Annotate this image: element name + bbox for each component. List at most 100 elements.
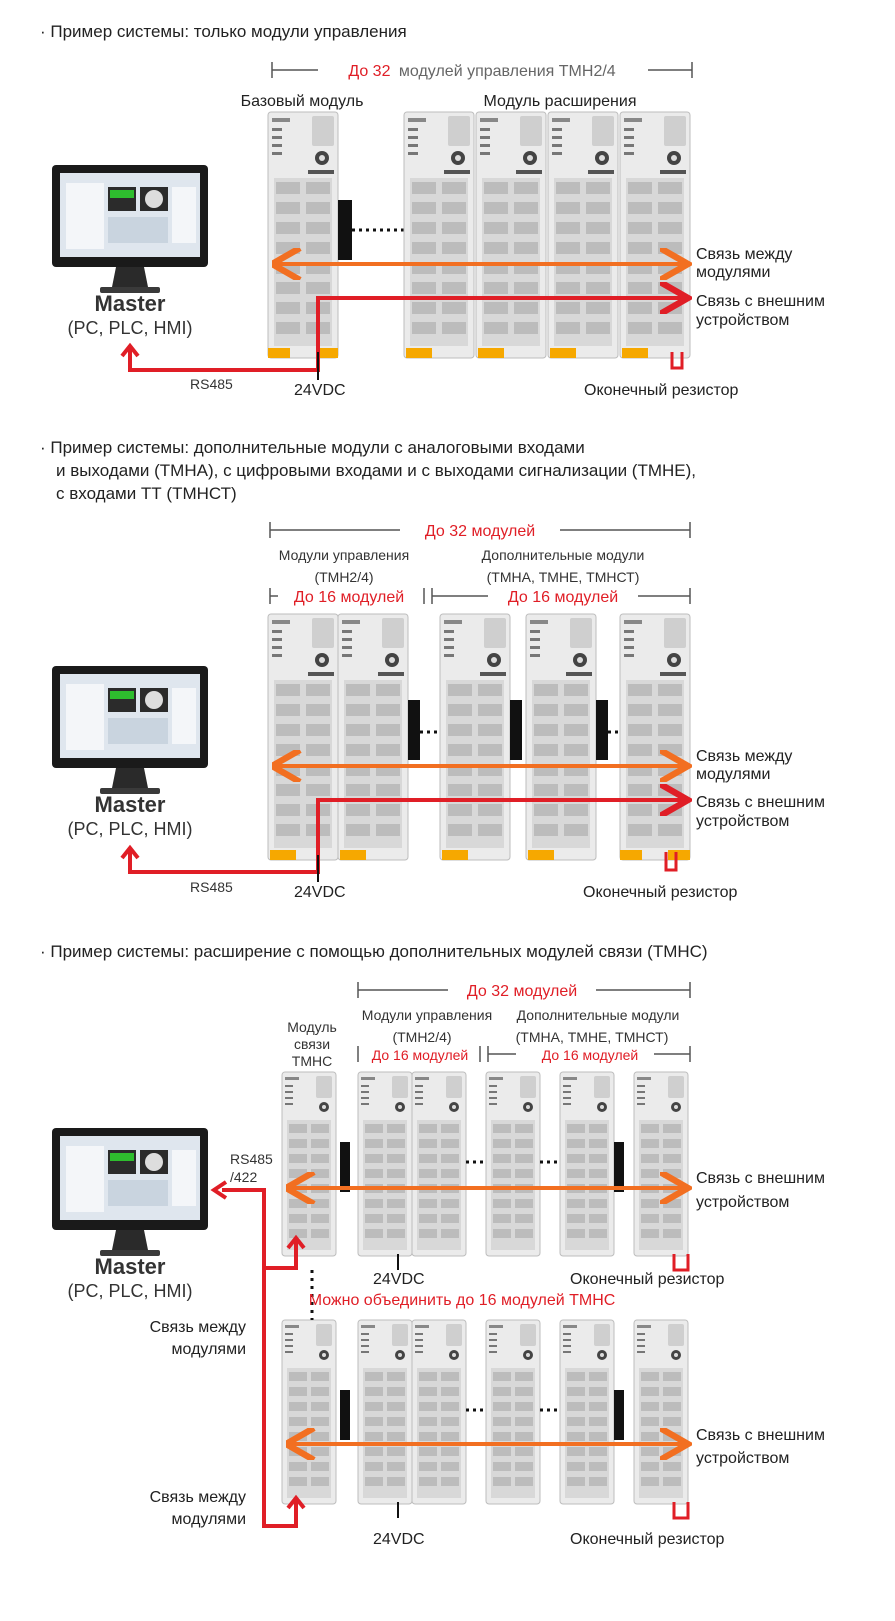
connector-2b [510, 700, 522, 760]
control-label-2b: (ТМН2/4) [314, 569, 373, 585]
terminator-label-1: Оконечный резистор [584, 382, 739, 399]
module-row-1 [267, 111, 691, 359]
connector-3a [340, 1142, 350, 1192]
link-ext-3b: устройством [696, 1194, 789, 1211]
control-module-3b [411, 1071, 467, 1257]
tmhc-module-bottom [281, 1319, 337, 1505]
section-2-heading-2: и выходами (ТМНА), с цифровыми входами и… [56, 461, 696, 480]
span-label-1: До 32 модулей управления ТМН2/4 [348, 63, 615, 80]
module-row-3-bottom [281, 1319, 689, 1505]
power-label-3-bottom: 24VDC [373, 1531, 425, 1548]
rs485-arrowhead-3 [210, 1180, 228, 1200]
section-1-heading: · Пример системы: только модули управлен… [40, 22, 407, 41]
extra-label-2a: Дополнительные модули [482, 547, 645, 563]
power-label-1: 24VDC [294, 382, 346, 399]
link-between-3a: Связь между [150, 1319, 246, 1336]
expansion-module-label: Модуль расширения [484, 93, 637, 110]
tmhct-module-3b [633, 1319, 689, 1505]
tmhc-module-top [281, 1071, 337, 1257]
master-label-1: Master [95, 291, 166, 316]
span-bracket-3 [357, 982, 691, 1062]
rs485-branch-3 [264, 1240, 298, 1270]
section-1: · Пример системы: только модули управлен… [40, 22, 825, 399]
master-sub-label-2: (PC, PLC, HMI) [67, 819, 192, 839]
master-label-3: Master [95, 1254, 166, 1279]
link-ext-3d: устройством [696, 1450, 789, 1467]
expansion-module-1b [475, 111, 547, 359]
control-module-2b [337, 613, 409, 861]
module-row-3-top [281, 1071, 689, 1257]
link-between-3c: Связь между [150, 1489, 246, 1506]
section-2-heading-1: · Пример системы: дополнительные модули … [40, 438, 585, 457]
extra-count-3: До 16 модулей [542, 1047, 639, 1063]
link-between-1b: модулями [696, 264, 770, 281]
extra-label-3b: (ТМНА, ТМНЕ, ТМНСТ) [516, 1029, 669, 1045]
section-3: · Пример системы: расширение с помощью д… [40, 942, 825, 1548]
master-label-2: Master [95, 792, 166, 817]
rs485-arrowhead-1 [120, 342, 140, 358]
tmhct-module-3 [633, 1071, 689, 1257]
branch-arrowhead-top [286, 1234, 306, 1250]
control-count-2: До 16 модулей [294, 589, 404, 606]
branch-arrowhead-bottom [286, 1494, 306, 1510]
expansion-module-1d [619, 111, 691, 359]
expansion-module-1a [403, 111, 475, 359]
link-between-2a: Связь между [696, 748, 792, 765]
extra-count-2: До 16 модулей [508, 589, 618, 606]
section-3-heading: · Пример системы: расширение с помощью д… [40, 942, 708, 961]
tmha-module-2 [439, 613, 511, 861]
control-label-3a: Модули управления [362, 1007, 492, 1023]
comm-label-3a: Модуль [287, 1019, 337, 1035]
tmhe-module-2 [525, 613, 597, 861]
module-row-2 [267, 613, 691, 861]
control-label-3b: (ТМН2/4) [392, 1029, 451, 1045]
terminator-1 [670, 352, 684, 370]
link-ext-3a: Связь с внешним [696, 1170, 825, 1187]
power-label-3-top: 24VDC [373, 1271, 425, 1288]
combine-label-3: Можно объединить до 16 модулей ТМНС [309, 1292, 616, 1309]
span-label-1-text: модулей управления ТМН2/4 [399, 63, 616, 80]
expansion-module-1c [547, 111, 619, 359]
terminator-label-2: Оконечный резистор [583, 884, 738, 901]
link-ext-3c: Связь с внешним [696, 1427, 825, 1444]
rs485-label-1: RS485 [190, 376, 233, 392]
terminator-3-top [672, 1254, 690, 1272]
tmhe-module-3 [559, 1071, 615, 1257]
extra-label-2b: (ТМНА, ТМНЕ, ТМНСТ) [487, 569, 640, 585]
master-monitor-2 [52, 666, 208, 794]
section-2: · Пример системы: дополнительные модули … [40, 438, 825, 901]
total-label-2: До 32 модулей [425, 523, 535, 540]
link-between-3b: модулями [172, 1341, 246, 1358]
base-module-1 [267, 111, 339, 359]
span-bracket-1 [271, 62, 693, 78]
control-module-3a [357, 1071, 413, 1257]
master-monitor-1 [52, 165, 208, 293]
power-label-2: 24VDC [294, 884, 346, 901]
master-sub-label-3: (PC, PLC, HMI) [67, 1281, 192, 1301]
master-sub-label-1: (PC, PLC, HMI) [67, 318, 192, 338]
base-module-label: Базовый модуль [241, 93, 364, 110]
control-module-3d [411, 1319, 467, 1505]
link-between-1a: Связь между [696, 246, 792, 263]
master-monitor-3 [52, 1128, 208, 1256]
control-label-2a: Модули управления [279, 547, 409, 563]
tmha-module-3b [485, 1319, 541, 1505]
connector-2c [596, 700, 608, 760]
tmhe-module-3b [559, 1319, 615, 1505]
rs485-label-2: RS485 [190, 879, 233, 895]
connector-3b [614, 1142, 624, 1192]
link-between-3d: модулями [172, 1511, 246, 1528]
rs485-label-3b: /422 [230, 1169, 257, 1185]
rs485-line-3 [222, 1188, 298, 1528]
terminator-2 [664, 852, 678, 872]
total-label-3: До 32 модулей [467, 983, 577, 1000]
link-between-2b: модулями [696, 766, 770, 783]
connector-2a [408, 700, 420, 760]
link-ext-1a: Связь с внешним [696, 293, 825, 310]
span-label-1-count: До 32 [348, 63, 390, 80]
terminator-label-3-bottom: Оконечный резистор [570, 1531, 725, 1548]
connector-3c [340, 1390, 350, 1440]
extra-label-3a: Дополнительные модули [517, 1007, 680, 1023]
rs485-arrowhead-2 [120, 844, 140, 860]
